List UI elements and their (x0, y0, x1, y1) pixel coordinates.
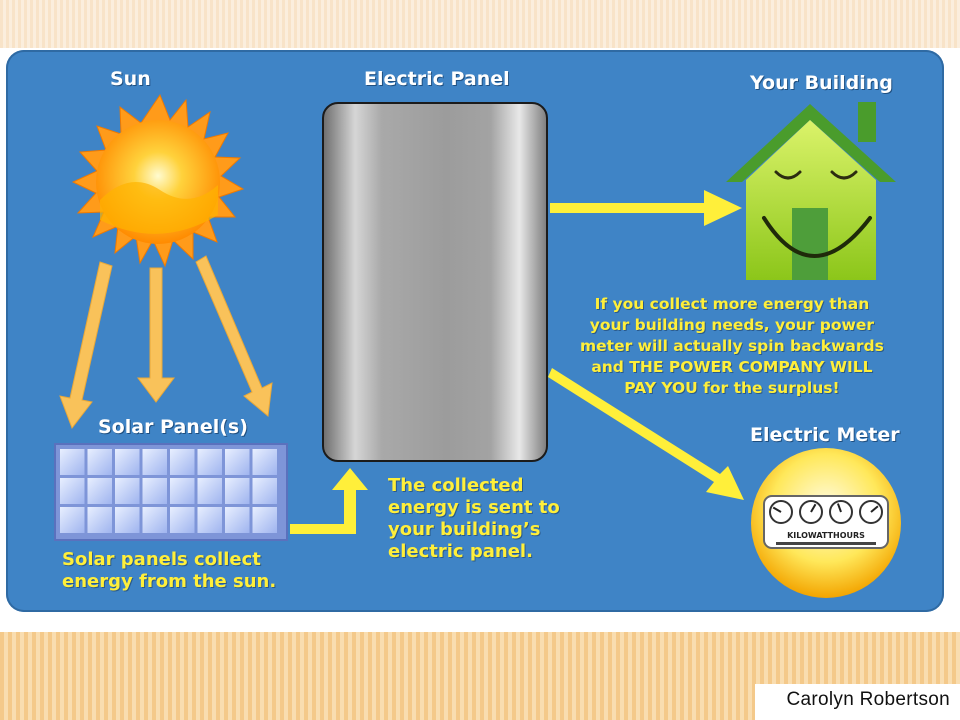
solar-cell (60, 507, 85, 533)
solar-cell (197, 478, 222, 504)
meter-label: KILOWATTHOURS (787, 531, 865, 540)
house-icon (726, 102, 896, 280)
your-building-label: Your Building (750, 72, 893, 94)
solar-cell (87, 449, 112, 475)
solar-cell (115, 507, 140, 533)
meter-dial-needle (772, 506, 782, 513)
arrow-panel-to-building (550, 190, 742, 226)
solar-cell (252, 478, 277, 504)
sun-ray-arrow-2 (137, 267, 175, 403)
solar-cell (60, 449, 85, 475)
meter-dial-needle (836, 503, 842, 513)
meter-dial-needle (870, 505, 879, 513)
meter-dial-needle (810, 503, 817, 513)
solar-cell (170, 449, 195, 475)
solar-panel-icon (54, 443, 288, 541)
author-credit: Carolyn Robertson (786, 689, 950, 710)
electric-panel-label: Electric Panel (364, 68, 510, 90)
solar-panels-label: Solar Panel(s) (98, 416, 248, 438)
sun-ray-arrow-3 (195, 255, 273, 417)
sun-ray-arrow-1 (59, 261, 113, 430)
solar-cell (60, 478, 85, 504)
solar-cell (142, 478, 167, 504)
footer-box (755, 684, 960, 720)
solar-cell (142, 449, 167, 475)
arrow-panel-to-meter (548, 368, 744, 500)
solar-cell (87, 478, 112, 504)
electric-meter-icon: KILOWATTHOURS (751, 448, 901, 598)
solar-cell (170, 507, 195, 533)
solar-cell (170, 478, 195, 504)
solar-cell (197, 507, 222, 533)
arrow-solar-to-panel (290, 468, 368, 534)
solar-caption: Solar panels collect energy from the sun… (62, 549, 277, 592)
solar-cell (142, 507, 167, 533)
sun-icon (71, 93, 245, 268)
solar-cell (225, 478, 250, 504)
solar-cell (252, 449, 277, 475)
solar-cell (115, 449, 140, 475)
solar-cell (252, 507, 277, 533)
solar-cell (225, 507, 250, 533)
solar-cell (87, 507, 112, 533)
top-stripe-border (0, 0, 960, 48)
solar-cell (115, 478, 140, 504)
sun-label: Sun (110, 68, 151, 90)
solar-cell (197, 449, 222, 475)
solar-cell (225, 449, 250, 475)
electric-meter-label: Electric Meter (750, 424, 900, 446)
surplus-caption: If you collect more energy than your bui… (580, 295, 884, 397)
collected-caption: The collected energy is sent to your bui… (388, 475, 560, 562)
sun-ray-arrows (59, 255, 273, 430)
electric-panel-box (322, 102, 548, 462)
